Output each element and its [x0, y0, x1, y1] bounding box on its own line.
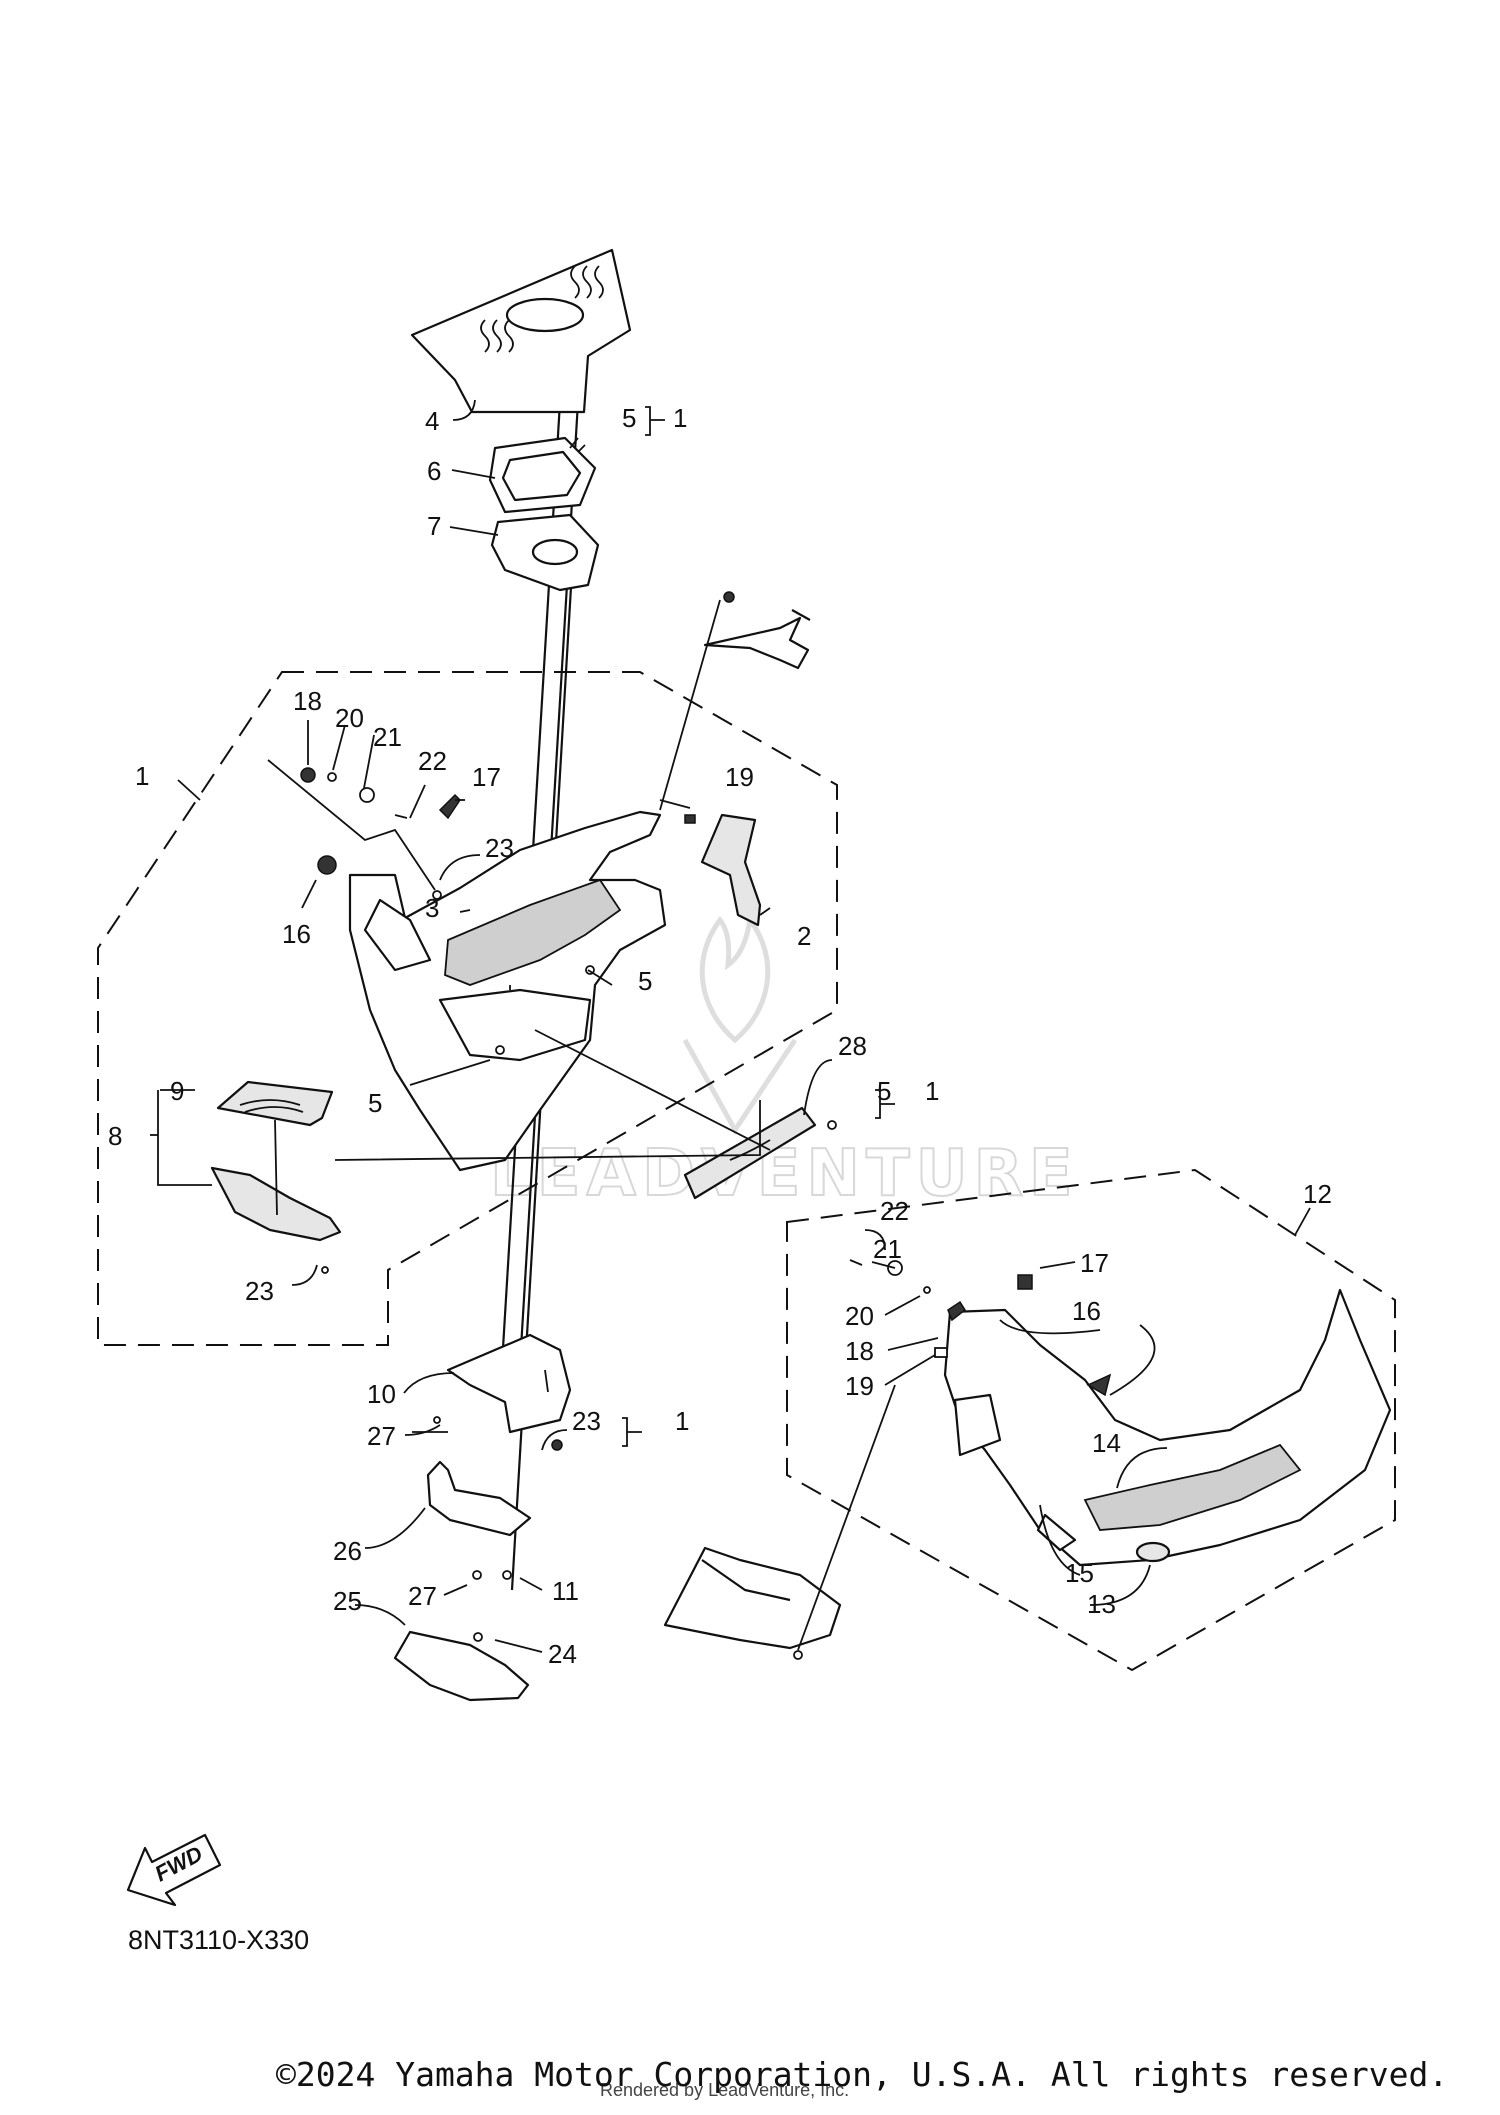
- part-28-strip: [683, 1106, 817, 1200]
- part-7-plate: [490, 513, 600, 592]
- callout-16: 16: [1072, 1296, 1101, 1326]
- callout-23: 23: [572, 1406, 601, 1436]
- callout-17: 17: [1080, 1248, 1109, 1278]
- callout-18: 18: [845, 1336, 874, 1366]
- callout-10: 10: [367, 1379, 396, 1409]
- callout-1: 1: [673, 403, 687, 433]
- callout-8: 8: [108, 1121, 122, 1151]
- callout-17: 17: [472, 762, 501, 792]
- assembly-12-boundary: [786, 1168, 1396, 1672]
- callout-5: 5: [622, 403, 636, 433]
- rendered-by-credit: Rendered by LeadVenture, Inc.: [600, 2080, 850, 2100]
- callout-22: 22: [880, 1196, 909, 1226]
- part-26-mount-bracket: [426, 1460, 532, 1537]
- part-9-sheet: [216, 1080, 334, 1127]
- assembly-1-boundary: [97, 671, 838, 1346]
- part-2-bracket: [700, 813, 762, 927]
- callout-3: 3: [425, 893, 439, 923]
- hardware-fasteners: [300, 767, 1112, 1660]
- callout-5: 5: [877, 1076, 891, 1106]
- callout-25: 25: [333, 1586, 362, 1616]
- fwd-arrow-icon: FWD: [126, 1833, 222, 1907]
- watermark-text: LEADVENTURE: [490, 1137, 1079, 1211]
- part-4-top-cover: [410, 248, 632, 414]
- leader-lines: [150, 399, 1311, 1653]
- part-lower-right-bracket: [663, 1546, 842, 1650]
- part-3-inner-panel: [348, 810, 667, 1172]
- diagram-code: 8NT3110-X330: [128, 1925, 310, 1955]
- callout-23: 23: [245, 1276, 274, 1306]
- callout-5: 5: [368, 1088, 382, 1118]
- callout-1: 1: [925, 1076, 939, 1106]
- callout-23: 23: [485, 833, 514, 863]
- callout-21: 21: [373, 722, 402, 752]
- watermark: LEADVENTURE: [489, 913, 1079, 1212]
- callout-24: 24: [548, 1639, 577, 1669]
- callout-2: 2: [797, 921, 811, 951]
- callout-18: 18: [293, 686, 322, 716]
- callout-28: 28: [838, 1031, 867, 1061]
- callout-21: 21: [873, 1234, 902, 1264]
- callout-11: 11: [552, 1576, 579, 1606]
- callout-15: 15: [1065, 1558, 1094, 1588]
- callout-14: 14: [1092, 1428, 1121, 1458]
- callout-5: 5: [638, 966, 652, 996]
- part-25-lower-cover: [393, 1630, 530, 1702]
- callout-27: 27: [408, 1581, 437, 1611]
- callout-6: 6: [427, 456, 441, 486]
- callout-26: 26: [333, 1536, 362, 1566]
- part-10-lower-bracket: [446, 1333, 572, 1434]
- part-12-front-cover: [943, 1288, 1392, 1567]
- callout-7: 7: [427, 511, 441, 541]
- callout-1: 1: [675, 1406, 689, 1436]
- callout-4: 4: [425, 406, 439, 436]
- part-6-gasket: [488, 436, 597, 514]
- callout-labels: 4 5 1 6 7 1 18 20 21 22 17 19 23 3 16 2 …: [108, 403, 1332, 1669]
- callout-20: 20: [335, 703, 364, 733]
- part-top-bracket: [703, 591, 811, 670]
- callout-20: 20: [845, 1301, 874, 1331]
- callout-9: 9: [170, 1076, 184, 1106]
- callout-12: 12: [1303, 1179, 1332, 1209]
- callout-27: 27: [367, 1421, 396, 1451]
- callout-19: 19: [725, 762, 754, 792]
- callout-1: 1: [135, 761, 149, 791]
- callout-22: 22: [418, 746, 447, 776]
- callout-13: 13: [1087, 1589, 1116, 1619]
- callout-16: 16: [282, 919, 311, 949]
- callout-19: 19: [845, 1371, 874, 1401]
- copyright-notice: ©2024 Yamaha Motor Corporation, U.S.A. A…: [276, 2055, 1449, 2094]
